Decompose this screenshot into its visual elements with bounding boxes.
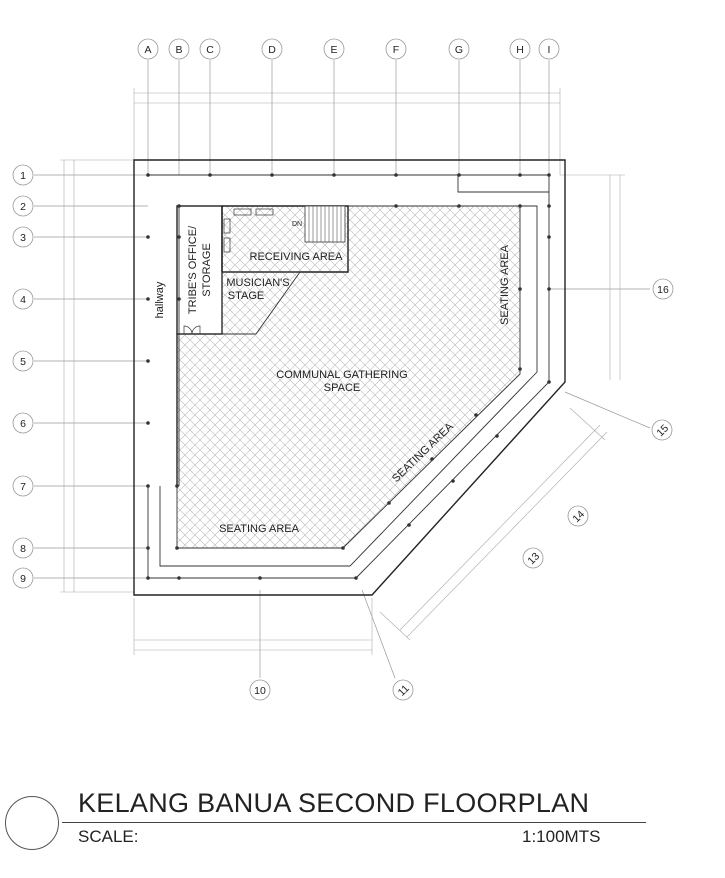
grid-label-7: 7 (20, 481, 26, 493)
interior-rooms (176, 205, 349, 486)
row-bubbles: 1 2 3 4 5 6 7 8 9 (12, 164, 34, 589)
dimension-lines (60, 88, 625, 655)
label-musicians: MUSICIAN'S (226, 277, 289, 289)
label-hallway: hallway (154, 281, 166, 318)
grid-label-a: A (144, 44, 151, 56)
label-receiving-area: RECEIVING AREA (250, 251, 344, 263)
label-stair-dn: DN (292, 221, 302, 228)
label-space: SPACE (324, 382, 360, 394)
title-marker-circle (5, 796, 59, 850)
scale-value: 1:100MTS (522, 827, 601, 846)
grid-label-8: 8 (20, 543, 26, 555)
title-underline (62, 822, 646, 823)
row-grid-lines (34, 174, 651, 679)
grid-label-d: D (268, 44, 276, 56)
column-bubbles: A B C D E F G H I (137, 38, 560, 60)
label-stage: STAGE (228, 290, 264, 302)
door-swing (183, 325, 193, 335)
label-seating-bottom: SEATING AREA (219, 523, 300, 535)
grid-label-h: H (516, 44, 524, 56)
label-tribe-office: TRIBE'S OFFICE/ (187, 225, 199, 314)
grid-label-9: 9 (20, 573, 26, 585)
grid-label-10: 10 (254, 685, 266, 697)
plan-title: KELANG BANUA SECOND FLOORPLAN (78, 788, 590, 818)
building-walls (133, 159, 566, 596)
grid-label-g: G (455, 44, 463, 56)
scale-label: SCALE: (78, 827, 139, 846)
extra-bubbles: 10 11 13 14 15 16 (249, 278, 674, 701)
grid-label-4: 4 (20, 294, 26, 306)
label-storage: STORAGE (201, 243, 213, 297)
grid-label-1: 1 (20, 170, 26, 182)
grid-label-2: 2 (20, 201, 26, 213)
grid-label-e: E (330, 44, 337, 56)
grid-label-5: 5 (20, 356, 26, 368)
floorplan-drawing: A B C D E F G H I 1 2 3 4 5 6 7 8 9 (12, 38, 674, 701)
grid-label-6: 6 (20, 418, 26, 430)
grid-label-b: B (175, 44, 182, 56)
structural-columns (146, 173, 551, 580)
grid-label-16: 16 (657, 284, 669, 296)
title-block: KELANG BANUA SECOND FLOORPLAN SCALE: 1:1… (0, 780, 725, 878)
grid-label-f: F (393, 44, 399, 56)
label-seating-right: SEATING AREA (499, 244, 511, 325)
column-grid-lines (147, 60, 550, 175)
grid-label-3: 3 (20, 232, 26, 244)
grid-label-c: C (206, 44, 214, 56)
grid-label-i: I (548, 44, 551, 56)
label-communal-gathering: COMMUNAL GATHERING (276, 369, 407, 381)
